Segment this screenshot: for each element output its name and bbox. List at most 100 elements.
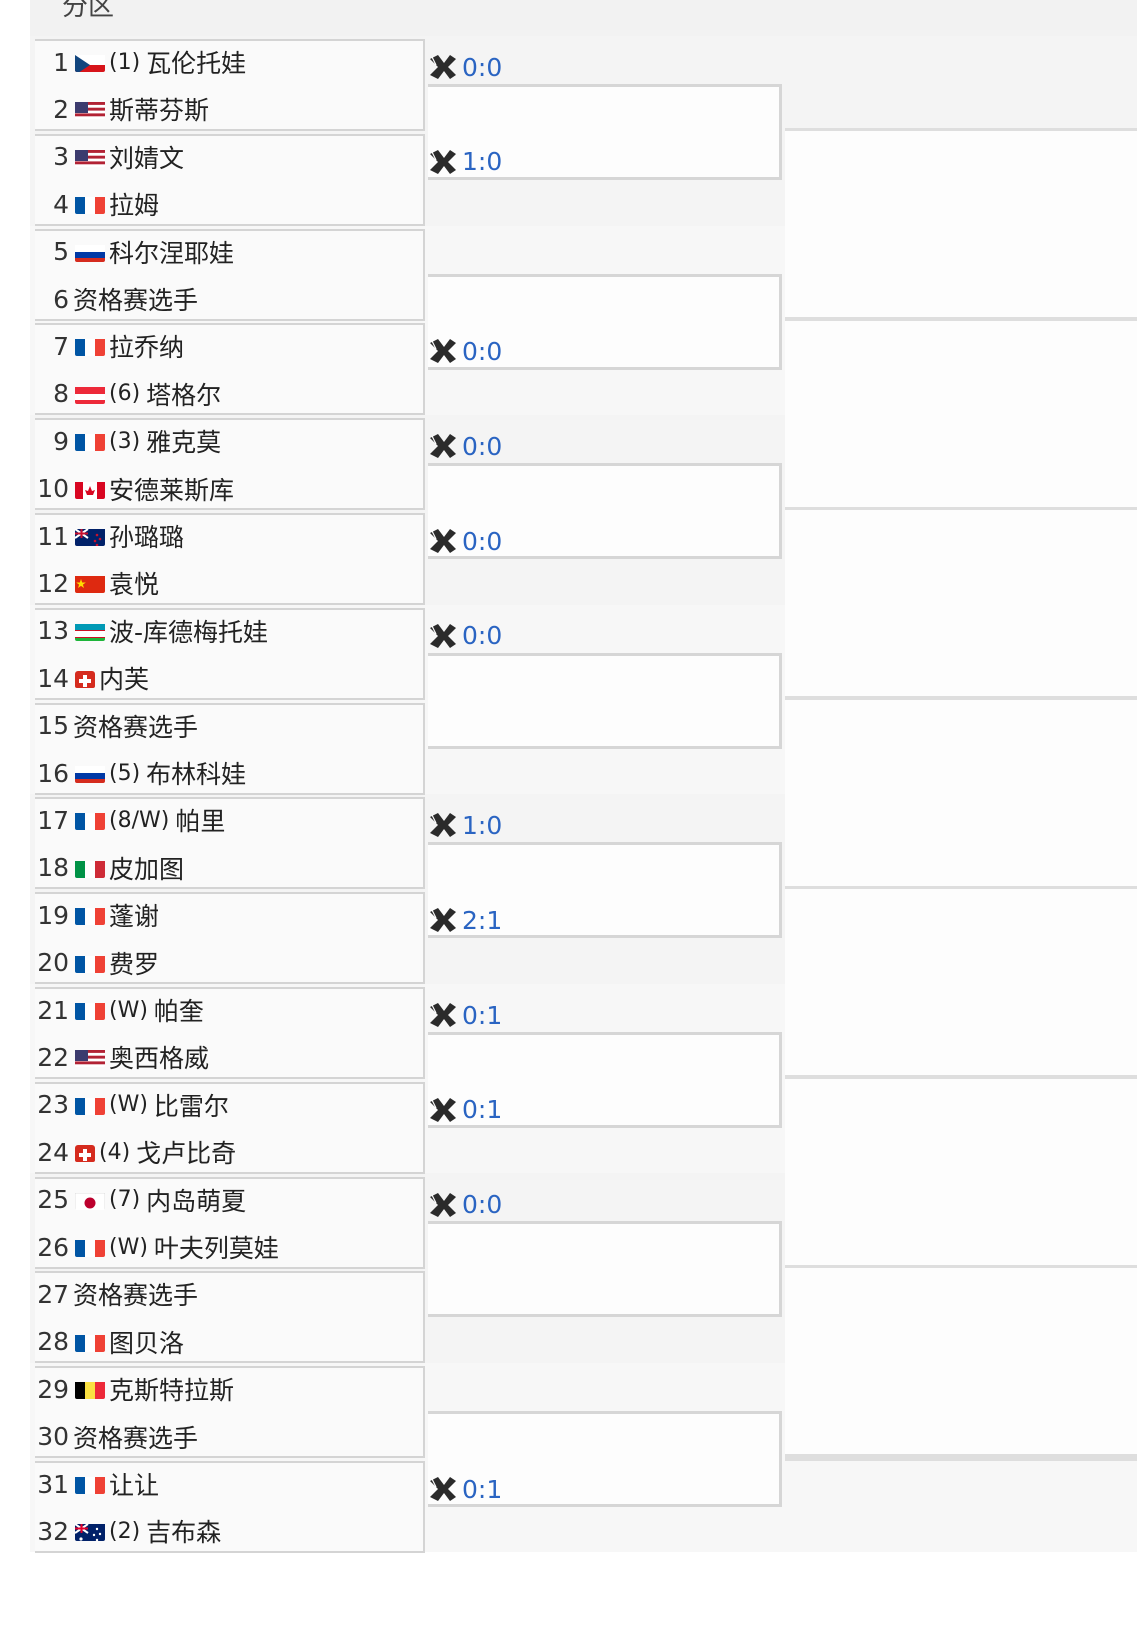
player-row[interactable]: 21(W)帕奎 — [35, 987, 425, 1033]
player-name[interactable]: 刘婧文 — [109, 143, 185, 173]
player-name[interactable]: 斯蒂芬斯 — [109, 96, 210, 126]
player-name[interactable]: 瓦伦托娃 — [146, 49, 247, 78]
h2h-score[interactable]: 0:0 — [462, 336, 503, 366]
h2h-link[interactable]: 1:0 — [428, 809, 598, 841]
player-row[interactable]: 26(W)叶夫列莫娃 — [35, 1224, 425, 1270]
player-name[interactable]: 布林科娃 — [146, 760, 247, 789]
h2h-score[interactable]: 1:0 — [462, 810, 503, 840]
player-name[interactable]: 皮加图 — [109, 854, 185, 884]
player-row[interactable]: 16(5)布林科娃 — [35, 750, 425, 796]
round3-slot — [785, 886, 1137, 1078]
h2h-score[interactable]: 0:0 — [462, 52, 503, 82]
player-name[interactable]: 内芙 — [99, 665, 150, 695]
player-row[interactable]: 24(4)戈卢比奇 — [35, 1129, 425, 1175]
player-name[interactable]: 塔格尔 — [146, 380, 222, 410]
h2h-score[interactable]: 0:0 — [462, 621, 503, 651]
switzerland-flag-icon — [75, 668, 95, 689]
player-name[interactable]: 帕奎 — [153, 997, 204, 1026]
player-row[interactable]: 23(W)比雷尔 — [35, 1082, 425, 1128]
player-row[interactable]: 17(8/W)帕里 — [35, 797, 425, 843]
h2h-score[interactable]: 0:0 — [462, 431, 503, 461]
seed-number: 3 — [53, 142, 69, 172]
round3-slot — [785, 507, 1137, 699]
player-row[interactable]: 1(1)瓦伦托娃 — [35, 39, 425, 85]
seed-number: 23 — [37, 1090, 69, 1120]
h2h-score[interactable]: 0:1 — [462, 1474, 503, 1504]
player-name[interactable]: 帕里 — [175, 807, 226, 837]
h2h-score[interactable]: 0:1 — [462, 1095, 503, 1125]
player-name[interactable]: 资格赛选手 — [73, 1423, 199, 1453]
player-name[interactable]: 比雷尔 — [153, 1091, 229, 1121]
player-name[interactable]: 让让 — [109, 1471, 160, 1500]
player-name[interactable]: 资格赛选手 — [73, 1281, 199, 1311]
h2h-link[interactable]: 0:0 — [428, 335, 598, 367]
player-name[interactable]: 资格赛选手 — [73, 712, 199, 742]
player-row[interactable]: 32 (2)吉布森 — [35, 1508, 425, 1554]
player-name[interactable]: 拉姆 — [109, 191, 160, 221]
h2h-link[interactable]: 0:0 — [428, 1189, 598, 1221]
seed-label: (2) — [109, 1518, 141, 1544]
h2h-link[interactable]: 0:0 — [428, 620, 598, 652]
player-row[interactable]: 25(7)内岛萌夏 — [35, 1177, 425, 1223]
player-name[interactable]: 图贝洛 — [109, 1328, 185, 1358]
player-name[interactable]: 波-库德梅托娃 — [109, 617, 269, 647]
player-name[interactable]: 雅克莫 — [146, 428, 222, 458]
player-name[interactable]: 安德莱斯库 — [109, 475, 235, 505]
player-name[interactable]: 孙璐璐 — [109, 523, 185, 552]
seed-number: 2 — [53, 94, 69, 124]
h2h-link[interactable]: 0:1 — [428, 999, 598, 1031]
h2h-score[interactable]: 0:1 — [462, 1000, 503, 1030]
player-name[interactable]: 蓬谢 — [109, 902, 160, 932]
player-row[interactable]: 2 斯蒂芬斯 — [35, 86, 425, 132]
player-row[interactable]: 3 刘婧文 — [35, 134, 425, 180]
player-row[interactable]: 8(6)塔格尔 — [35, 371, 425, 417]
player-name[interactable]: 叶夫列莫娃 — [153, 1234, 279, 1263]
h2h-score[interactable]: 0:0 — [462, 1190, 503, 1220]
seed-number: 32 — [37, 1516, 69, 1546]
france-flag-icon — [75, 1000, 105, 1020]
h2h-link[interactable]: 0:1 — [428, 1094, 598, 1126]
player-name[interactable]: 资格赛选手 — [73, 286, 199, 315]
h2h-link[interactable]: 0:0 — [428, 51, 598, 83]
player-name[interactable]: 戈卢比奇 — [136, 1139, 237, 1169]
h2h-link[interactable]: 0:0 — [428, 525, 598, 557]
player-name[interactable]: 内岛萌夏 — [146, 1186, 247, 1216]
h2h-link[interactable]: 1:0 — [428, 146, 598, 178]
h2h-score[interactable]: 2:1 — [462, 905, 503, 935]
player-name[interactable]: 费罗 — [109, 949, 160, 979]
player-name[interactable]: 克斯特拉斯 — [109, 1376, 235, 1406]
h2h-link[interactable]: 0:1 — [428, 1473, 598, 1505]
h2h-score[interactable]: 0:0 — [462, 526, 503, 556]
h2h-link[interactable]: 2:1 — [428, 904, 598, 936]
h2h-link[interactable]: 0:0 — [428, 430, 598, 462]
seed-number: 24 — [37, 1137, 69, 1167]
player-name[interactable]: 袁悦 — [109, 570, 160, 600]
match-block — [35, 228, 425, 321]
player-name[interactable]: 奥西格威 — [109, 1044, 210, 1074]
player-name[interactable]: 科尔涅耶娃 — [109, 238, 235, 268]
h2h-score[interactable]: 1:0 — [462, 147, 503, 177]
player-name[interactable]: 拉乔纳 — [109, 333, 185, 363]
player-row[interactable]: 9(3)雅克莫 — [35, 418, 425, 464]
france-flag-icon — [75, 810, 105, 831]
player-name[interactable]: 吉布森 — [146, 1518, 222, 1548]
